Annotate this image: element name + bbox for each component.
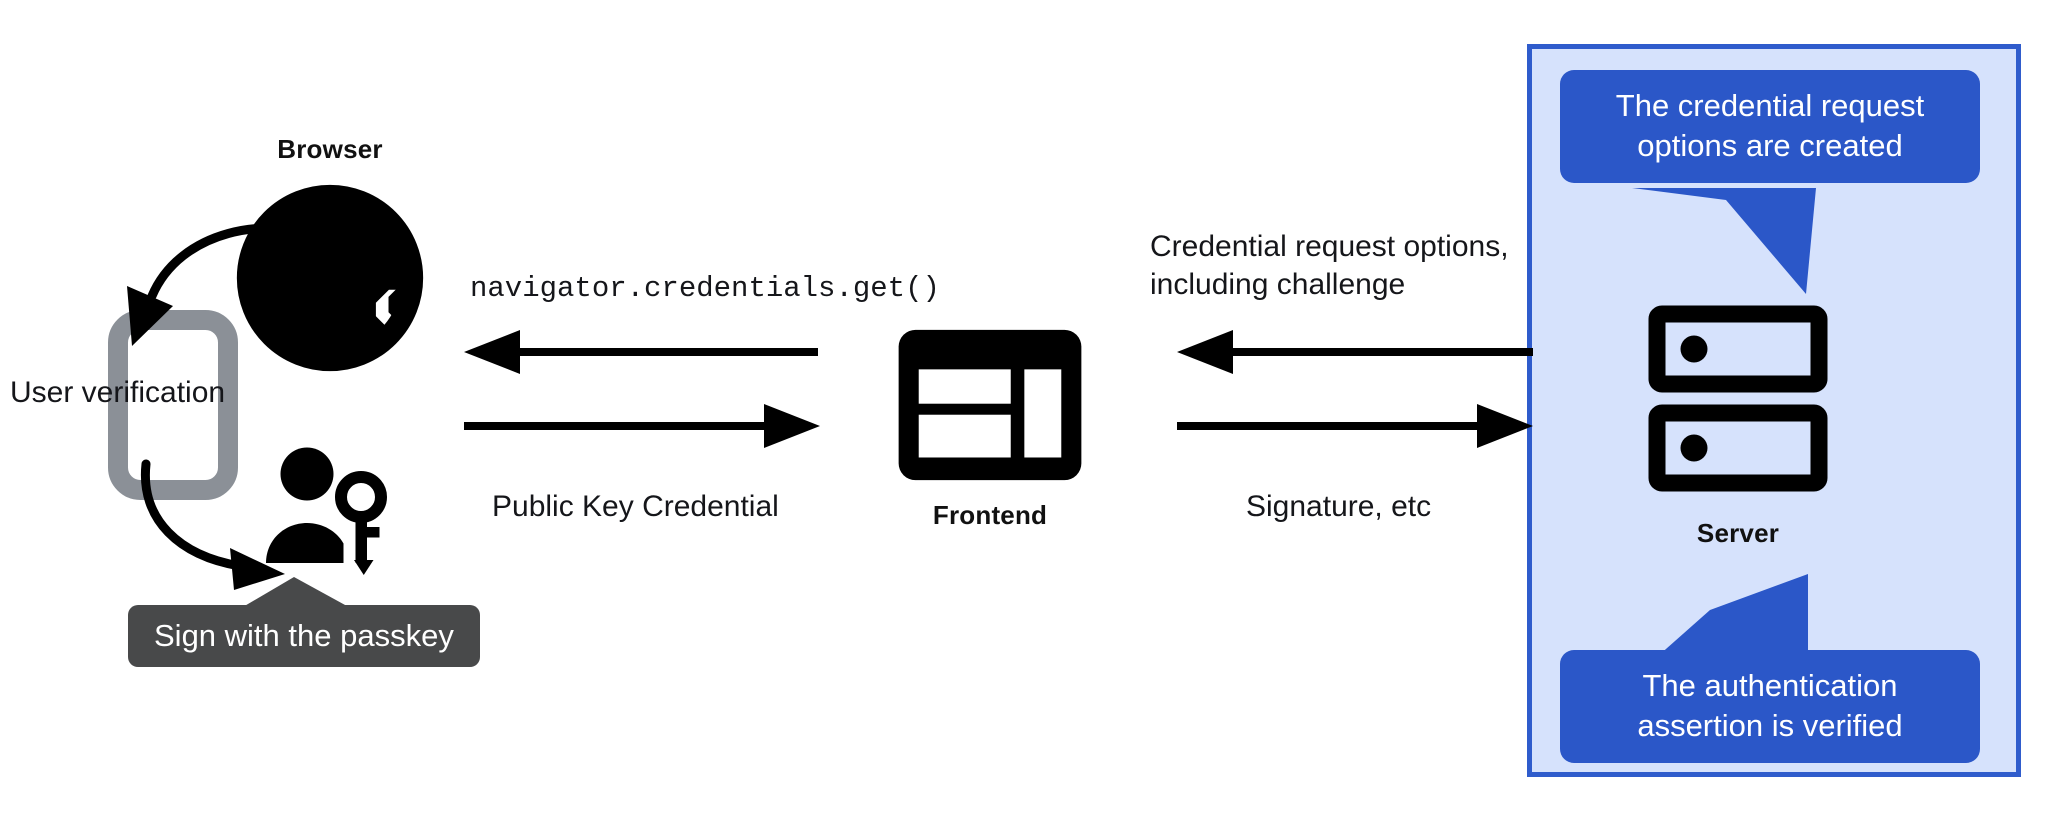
top-callout: The credential request options are creat… <box>1560 70 1980 183</box>
credential-request-options-line-2: including challenge <box>1150 268 1406 302</box>
arrow-frontend-to-browser <box>464 330 818 374</box>
browser-window-layout-icon <box>898 329 1082 481</box>
arrow-browser-to-frontend <box>464 404 820 448</box>
top-callout-tail <box>1632 188 1816 294</box>
public-key-credential-label: Public Key Credential <box>492 490 779 523</box>
user-verification-label: User verification <box>10 376 226 409</box>
server-racks-icon <box>1648 305 1828 492</box>
bottom-callout: The authentication assertion is verified <box>1560 650 1980 763</box>
arrow-frontend-to-server <box>1177 404 1533 448</box>
person-with-key-icon <box>266 447 387 575</box>
arrow-server-to-frontend <box>1177 330 1533 374</box>
frontend-label: Frontend <box>932 500 1048 530</box>
arrow-browser-to-phone <box>127 223 329 346</box>
mobile-phone-icon <box>108 310 238 500</box>
credential-request-options-line-1: Credential request options, <box>1150 230 1509 263</box>
passkey-tooltip-tail <box>236 577 356 611</box>
arrow-phone-to-user <box>140 459 285 590</box>
browser-label: Browser <box>277 134 383 164</box>
signature-etc-label: Signature, etc <box>1246 490 1432 523</box>
credential-request-options-label: Credential request options, including cha… <box>1150 228 1509 305</box>
passkey-tooltip: Sign with the passkey <box>128 605 480 667</box>
navigator-credentials-get-label: navigator.credentials.get() <box>470 272 940 305</box>
server-label: Server <box>1696 518 1780 548</box>
